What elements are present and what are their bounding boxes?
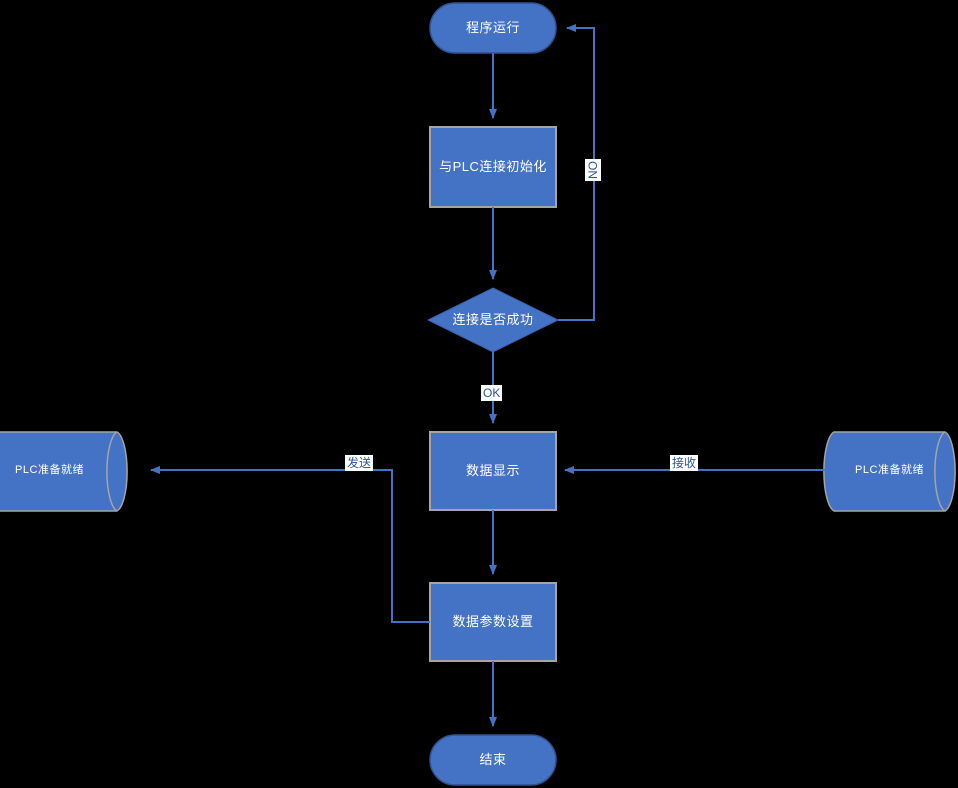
edge-label-receive: 接收 (670, 455, 699, 471)
node-params[interactable] (429, 582, 557, 662)
node-end[interactable] (429, 734, 557, 786)
node-display[interactable] (429, 431, 557, 511)
node-plc-right[interactable] (823, 431, 956, 512)
edge-label-send: 发送 (345, 455, 374, 471)
edge-label-no: NO (585, 159, 601, 181)
node-start[interactable] (429, 2, 557, 54)
edge-label-ok: OK (481, 385, 503, 401)
node-init[interactable] (429, 126, 557, 208)
edge-params-to-plc-left-send (150, 466, 430, 623)
node-plc-left[interactable] (0, 431, 128, 512)
node-decision[interactable] (426, 287, 560, 353)
